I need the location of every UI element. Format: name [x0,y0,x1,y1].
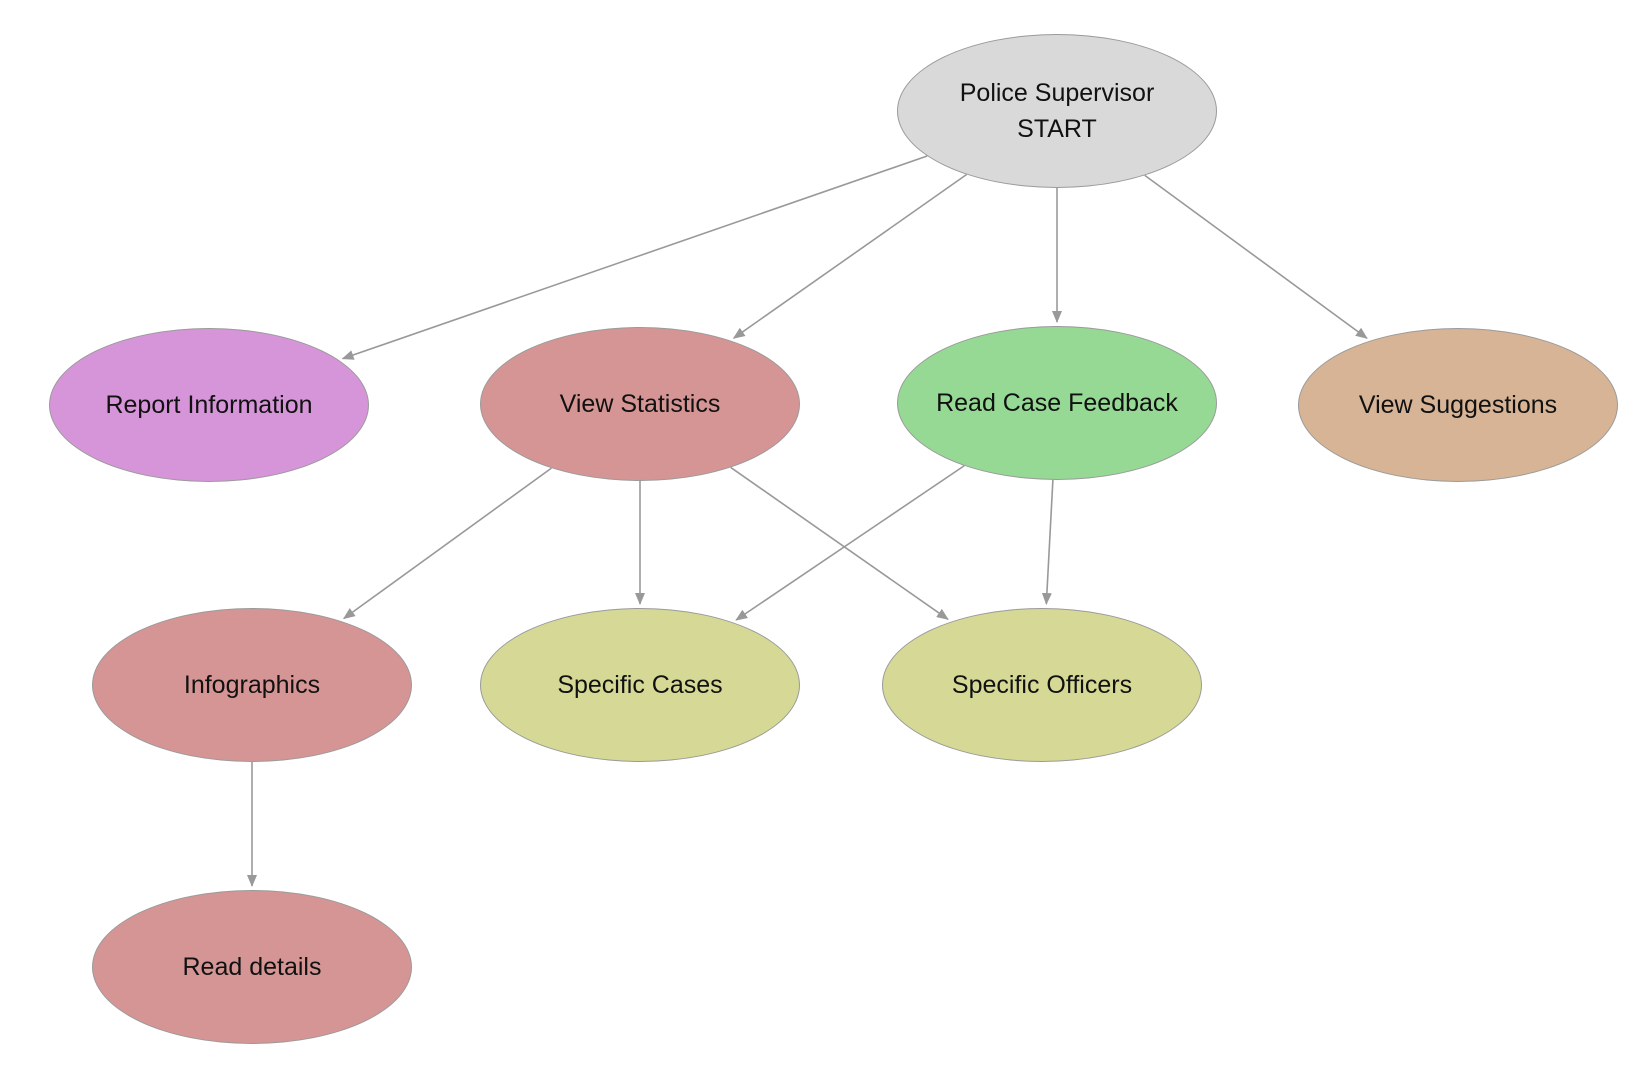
node-label-line: Read Case Feedback [936,389,1178,417]
node-label-line: View Suggestions [1358,391,1558,419]
node-label: Read Case Feedback [936,385,1178,421]
node-infographics[interactable]: Infographics [92,608,412,762]
node-label: View Suggestions [1359,387,1557,423]
edge-start-to-view-statistics [732,173,968,339]
node-report-information[interactable]: Report Information [49,328,369,482]
edge-start-to-report-information [341,155,928,360]
node-label-line: Specific Officers [951,671,1133,699]
edge-view-statistics-to-specific-officers [730,466,949,620]
node-label: View Statistics [560,386,721,422]
node-specific-officers[interactable]: Specific Officers [882,608,1202,762]
node-view-statistics[interactable]: View Statistics [480,327,800,481]
node-label-line: START [1017,115,1097,143]
node-label: Report Information [105,387,312,423]
node-read-case-feedback[interactable]: Read Case Feedback [897,326,1217,480]
edge-read-case-feedback-to-specific-cases [735,465,965,621]
node-specific-cases[interactable]: Specific Cases [480,608,800,762]
edge-start-to-view-suggestions [1144,174,1368,339]
edge-view-statistics-to-infographics [342,467,552,620]
node-label-line: Report Information [105,391,313,419]
node-label-line: Read details [182,953,322,981]
node-label: Read details [183,949,322,985]
node-label-line: Infographics [183,671,321,699]
node-label: Infographics [184,667,320,703]
edge-read-case-feedback-to-specific-officers [1041,479,1054,606]
node-label: Specific Cases [557,667,722,703]
node-label: Specific Officers [952,667,1132,703]
node-view-suggestions[interactable]: View Suggestions [1298,328,1618,482]
node-label-line: View Statistics [559,390,721,418]
node-read-details[interactable]: Read details [92,890,412,1044]
node-label-line: Police Supervisor [959,79,1155,107]
node-label-line: Specific Cases [557,671,723,699]
